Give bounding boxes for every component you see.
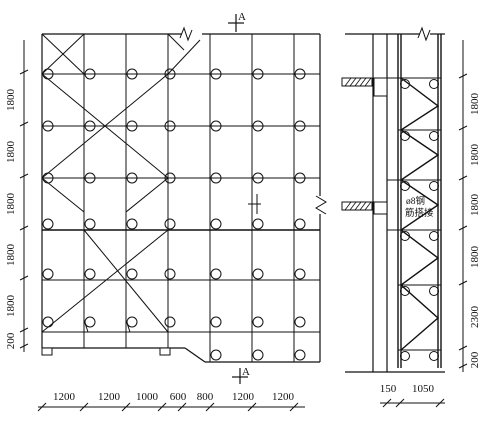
section-width-dim-line	[380, 398, 445, 408]
section-mark-top: A	[228, 11, 246, 32]
floor-slabs	[341, 77, 388, 215]
section-height-dim-line	[458, 40, 468, 372]
elevation-width-1: 1200	[53, 391, 76, 403]
rebar-note-line1: ø8钢	[406, 195, 425, 207]
elevation-width-6: 1200	[232, 391, 255, 403]
elevation-height-dims: 1800 1800 1800 1800 1800 200	[5, 89, 17, 350]
elevation-width-2: 1200	[98, 391, 121, 403]
elevation-height-6: 200	[5, 332, 17, 349]
elevation-row-ticks	[83, 319, 131, 333]
elevation-frame	[41, 33, 321, 363]
tie-circles	[42, 68, 306, 361]
elevation-height-5: 1800	[5, 295, 17, 318]
section-height-1: 1800	[469, 93, 481, 116]
section-tie-circles	[400, 79, 439, 361]
section-height-5: 2300	[469, 306, 481, 329]
section-width-2: 1050	[412, 383, 435, 395]
section-height-6: 200	[469, 351, 481, 368]
elevation-width-dims: 1200 1200 1000 600 800 1200 1200	[53, 391, 295, 403]
section-bracing	[399, 77, 440, 351]
elevation-posts	[83, 34, 295, 362]
elevation-width-4: 600	[170, 391, 187, 403]
section-label-top: A	[238, 11, 246, 23]
break-mark-right	[315, 195, 327, 215]
section-break-mark	[417, 26, 431, 42]
elevation-height-2: 1800	[5, 141, 17, 164]
elevation-width-3: 1000	[136, 391, 159, 403]
section-height-3: 1800	[469, 194, 481, 217]
section-height-4: 1800	[469, 246, 481, 269]
elevation-view: A A 1800 1800 1800 1800 1800 200	[5, 11, 327, 412]
rebar-note-line2: 筋搭接	[405, 207, 434, 219]
section-label-bottom: A	[242, 366, 250, 378]
elevation-height-1: 1800	[5, 89, 17, 112]
section-height-dims: 1800 1800 1800 1800 2300 200	[469, 93, 481, 369]
section-mark-bottom: A	[232, 366, 250, 384]
base-plates	[41, 347, 171, 356]
elevation-width-7: 1200	[272, 391, 295, 403]
elevation-bracing	[41, 33, 201, 333]
elevation-rows	[42, 73, 320, 333]
break-mark-top	[179, 26, 193, 42]
section-view: ø8钢 筋搭接 1800 1800 1800 1800 2300 200	[341, 26, 481, 408]
section-height-2: 1800	[469, 144, 481, 167]
elevation-height-dim-line	[19, 40, 29, 352]
section-cut-mid	[248, 194, 261, 214]
elevation-height-3: 1800	[5, 193, 17, 216]
elevation-height-4: 1800	[5, 244, 17, 267]
section-ledgers	[387, 77, 441, 351]
section-width-1: 150	[380, 383, 397, 395]
elevation-width-dim-line	[37, 402, 305, 412]
section-uprights	[397, 34, 442, 368]
elevation-width-5: 800	[197, 391, 214, 403]
